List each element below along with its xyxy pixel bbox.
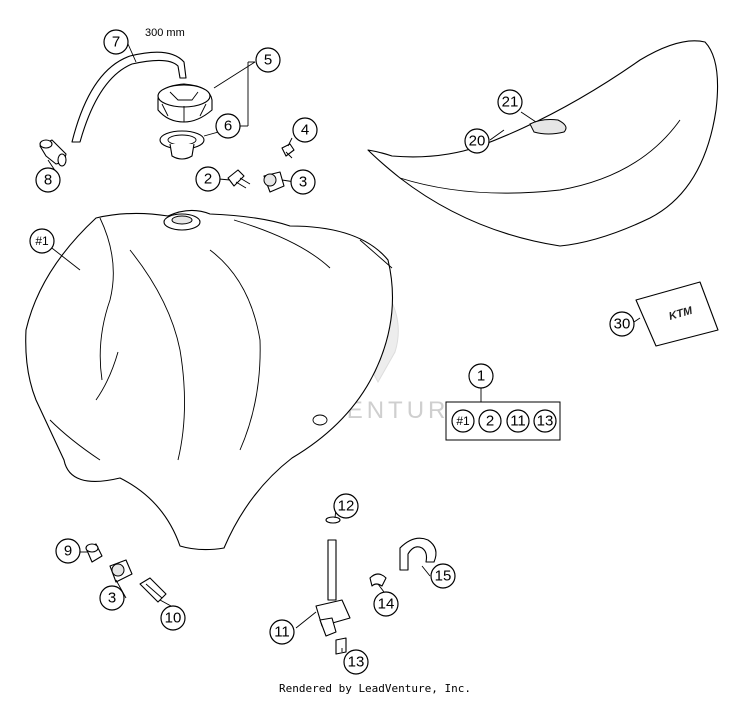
kit-item-3: 11: [510, 413, 526, 430]
svg-text:30: 30: [614, 316, 631, 333]
svg-text:14: 14: [378, 596, 395, 613]
ktm-decal: KTM: [635, 281, 719, 347]
svg-text:13: 13: [348, 654, 365, 671]
svg-text:4: 4: [301, 122, 309, 139]
callout-10: 10: [160, 605, 186, 631]
callout-15: 15: [430, 563, 456, 589]
callout-5: 5: [255, 47, 281, 73]
seat: [367, 40, 719, 247]
callout-12: 12: [333, 493, 359, 519]
svg-text:21: 21: [502, 94, 519, 111]
svg-text:3: 3: [108, 590, 116, 607]
svg-text:#1: #1: [35, 234, 49, 248]
cap-seal: [159, 130, 205, 160]
svg-text:6: 6: [224, 118, 232, 135]
svg-text:2: 2: [204, 171, 212, 188]
callout-1: 1: [468, 363, 494, 389]
kit-item-4: 13: [537, 413, 554, 430]
callout-13: 13: [343, 649, 369, 675]
callouts: 7 5 6 4 8 2 3 21 20 #1 30 1 12 9 3 10 15…: [29, 29, 635, 675]
svg-text:12: 12: [338, 498, 355, 515]
svg-text:10: 10: [165, 610, 182, 627]
fuel-tap: [315, 516, 351, 637]
svg-text:11: 11: [274, 624, 290, 641]
mount-bolt: [139, 577, 167, 603]
callout-9: 9: [55, 538, 81, 564]
callout-21: 21: [497, 89, 523, 115]
callout-11: 11: [269, 619, 295, 645]
svg-text:7: 7: [112, 34, 120, 51]
rubber-bushing-upper: [263, 171, 285, 193]
callout-tank: #1: [29, 228, 55, 254]
fuel-hose: [71, 51, 187, 143]
callout-3-upper: 3: [290, 169, 316, 195]
kit-item-2: 2: [486, 413, 494, 430]
svg-text:15: 15: [435, 568, 452, 585]
callout-7: 7: [103, 29, 129, 55]
filler-cap: [157, 83, 213, 123]
callout-14: 14: [373, 591, 399, 617]
rubber-bushing-lower: [109, 559, 133, 583]
hose-length-label: 300 mm: [145, 27, 185, 39]
callout-4: 4: [292, 117, 318, 143]
callout-3-lower: 3: [99, 585, 125, 611]
kit-box: #1 2 11 13: [445, 388, 561, 441]
svg-text:20: 20: [469, 133, 486, 150]
tap-screw: [335, 637, 347, 655]
callout-20: 20: [464, 128, 490, 154]
svg-text:8: 8: [44, 172, 52, 189]
svg-text:5: 5: [264, 52, 272, 69]
fuel-tank: [25, 209, 394, 551]
hose-clamp: [369, 573, 387, 587]
mount-screw: [85, 543, 103, 563]
small-screw: [227, 169, 251, 189]
callout-6: 6: [215, 113, 241, 139]
callout-30: 30: [609, 311, 635, 337]
svg-text:9: 9: [64, 543, 72, 560]
svg-text:1: 1: [477, 368, 485, 385]
svg-text:3: 3: [299, 174, 307, 191]
footer-credit: Rendered by LeadVenture, Inc.: [278, 682, 472, 695]
callout-2: 2: [195, 166, 221, 192]
callout-8: 8: [35, 167, 61, 193]
kit-item-1: #1: [456, 414, 470, 428]
bolt-upper: [281, 143, 295, 159]
short-hose: [399, 537, 437, 571]
elbow-fitting: [39, 139, 67, 167]
